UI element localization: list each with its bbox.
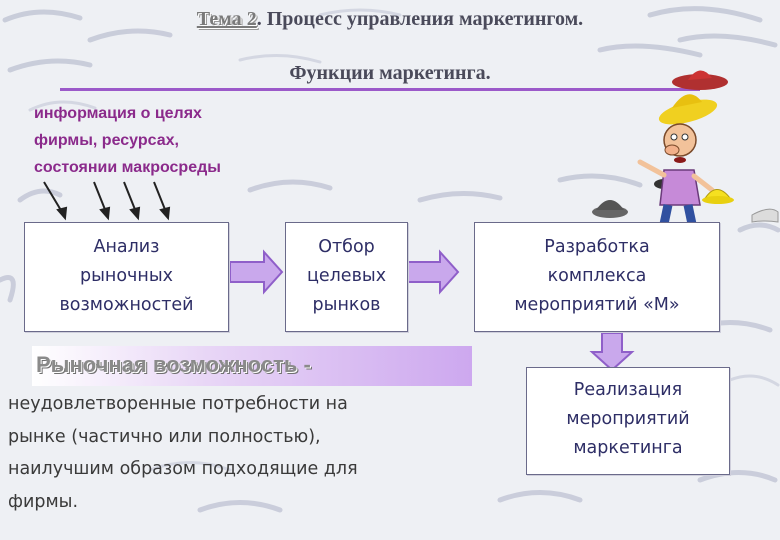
- slide-title: Тема 2. Процесс управления маркетингом.: [0, 8, 780, 31]
- flow-arrow-2: [407, 249, 460, 295]
- definition-term-banner: Рыночная возможность -: [32, 346, 472, 386]
- step-marketing-mix-line: комплекса: [547, 266, 647, 286]
- info-line: состоянии макросреды: [34, 159, 221, 176]
- slide-subtitle: Функции маркетинга.: [289, 62, 491, 84]
- definition-line: наилучшим образом подходящие для: [8, 459, 358, 479]
- flow-arrow-3: [589, 332, 635, 372]
- info-note: информация о целях фирмы, ресурсах, сост…: [34, 100, 304, 181]
- definition-line: рынке (частично или полностью),: [8, 426, 321, 447]
- step-implementation-line: мероприятий: [566, 409, 690, 429]
- step-analysis-line: рыночных: [79, 266, 174, 286]
- step-analysis-line: Анализ: [93, 237, 160, 257]
- info-line: фирмы, ресурсах,: [34, 132, 179, 149]
- definition-text: неудовлетворенные потребности на рынке (…: [8, 388, 488, 518]
- definition-term: Рыночная возможность -: [36, 352, 311, 377]
- title-prefix: Тема 2: [196, 8, 257, 30]
- definition-line: фирмы.: [8, 491, 79, 512]
- step-targeting-line: рынков: [312, 295, 381, 315]
- step-analysis-line: возможностей: [59, 295, 194, 315]
- subtitle-underline: [60, 88, 700, 91]
- step-analysis-box: Анализ рыночных возможностей: [24, 222, 229, 332]
- step-targeting-line: целевых: [306, 266, 387, 286]
- step-implementation-line: Реализация: [573, 380, 683, 400]
- step-marketing-mix-line: мероприятий «М»: [514, 295, 680, 315]
- info-line: информация о целях: [34, 105, 202, 122]
- info-arrows: [43, 181, 171, 221]
- step-targeting-box: Отбор целевых рынков: [285, 222, 408, 332]
- step-targeting-line: Отбор: [318, 237, 375, 257]
- step-marketing-mix-line: Разработка: [544, 237, 650, 257]
- flow-arrow-1: [229, 249, 284, 295]
- step-marketing-mix-box: Разработка комплекса мероприятий «М»: [474, 222, 720, 332]
- title-rest: . Процесс управления маркетингом.: [256, 8, 584, 30]
- cartoon-man-hats-icon: [592, 70, 779, 225]
- step-implementation-line: маркетинга: [573, 438, 683, 458]
- step-implementation-box: Реализация мероприятий маркетинга: [526, 367, 730, 475]
- definition-line: неудовлетворенные потребности на: [8, 394, 348, 414]
